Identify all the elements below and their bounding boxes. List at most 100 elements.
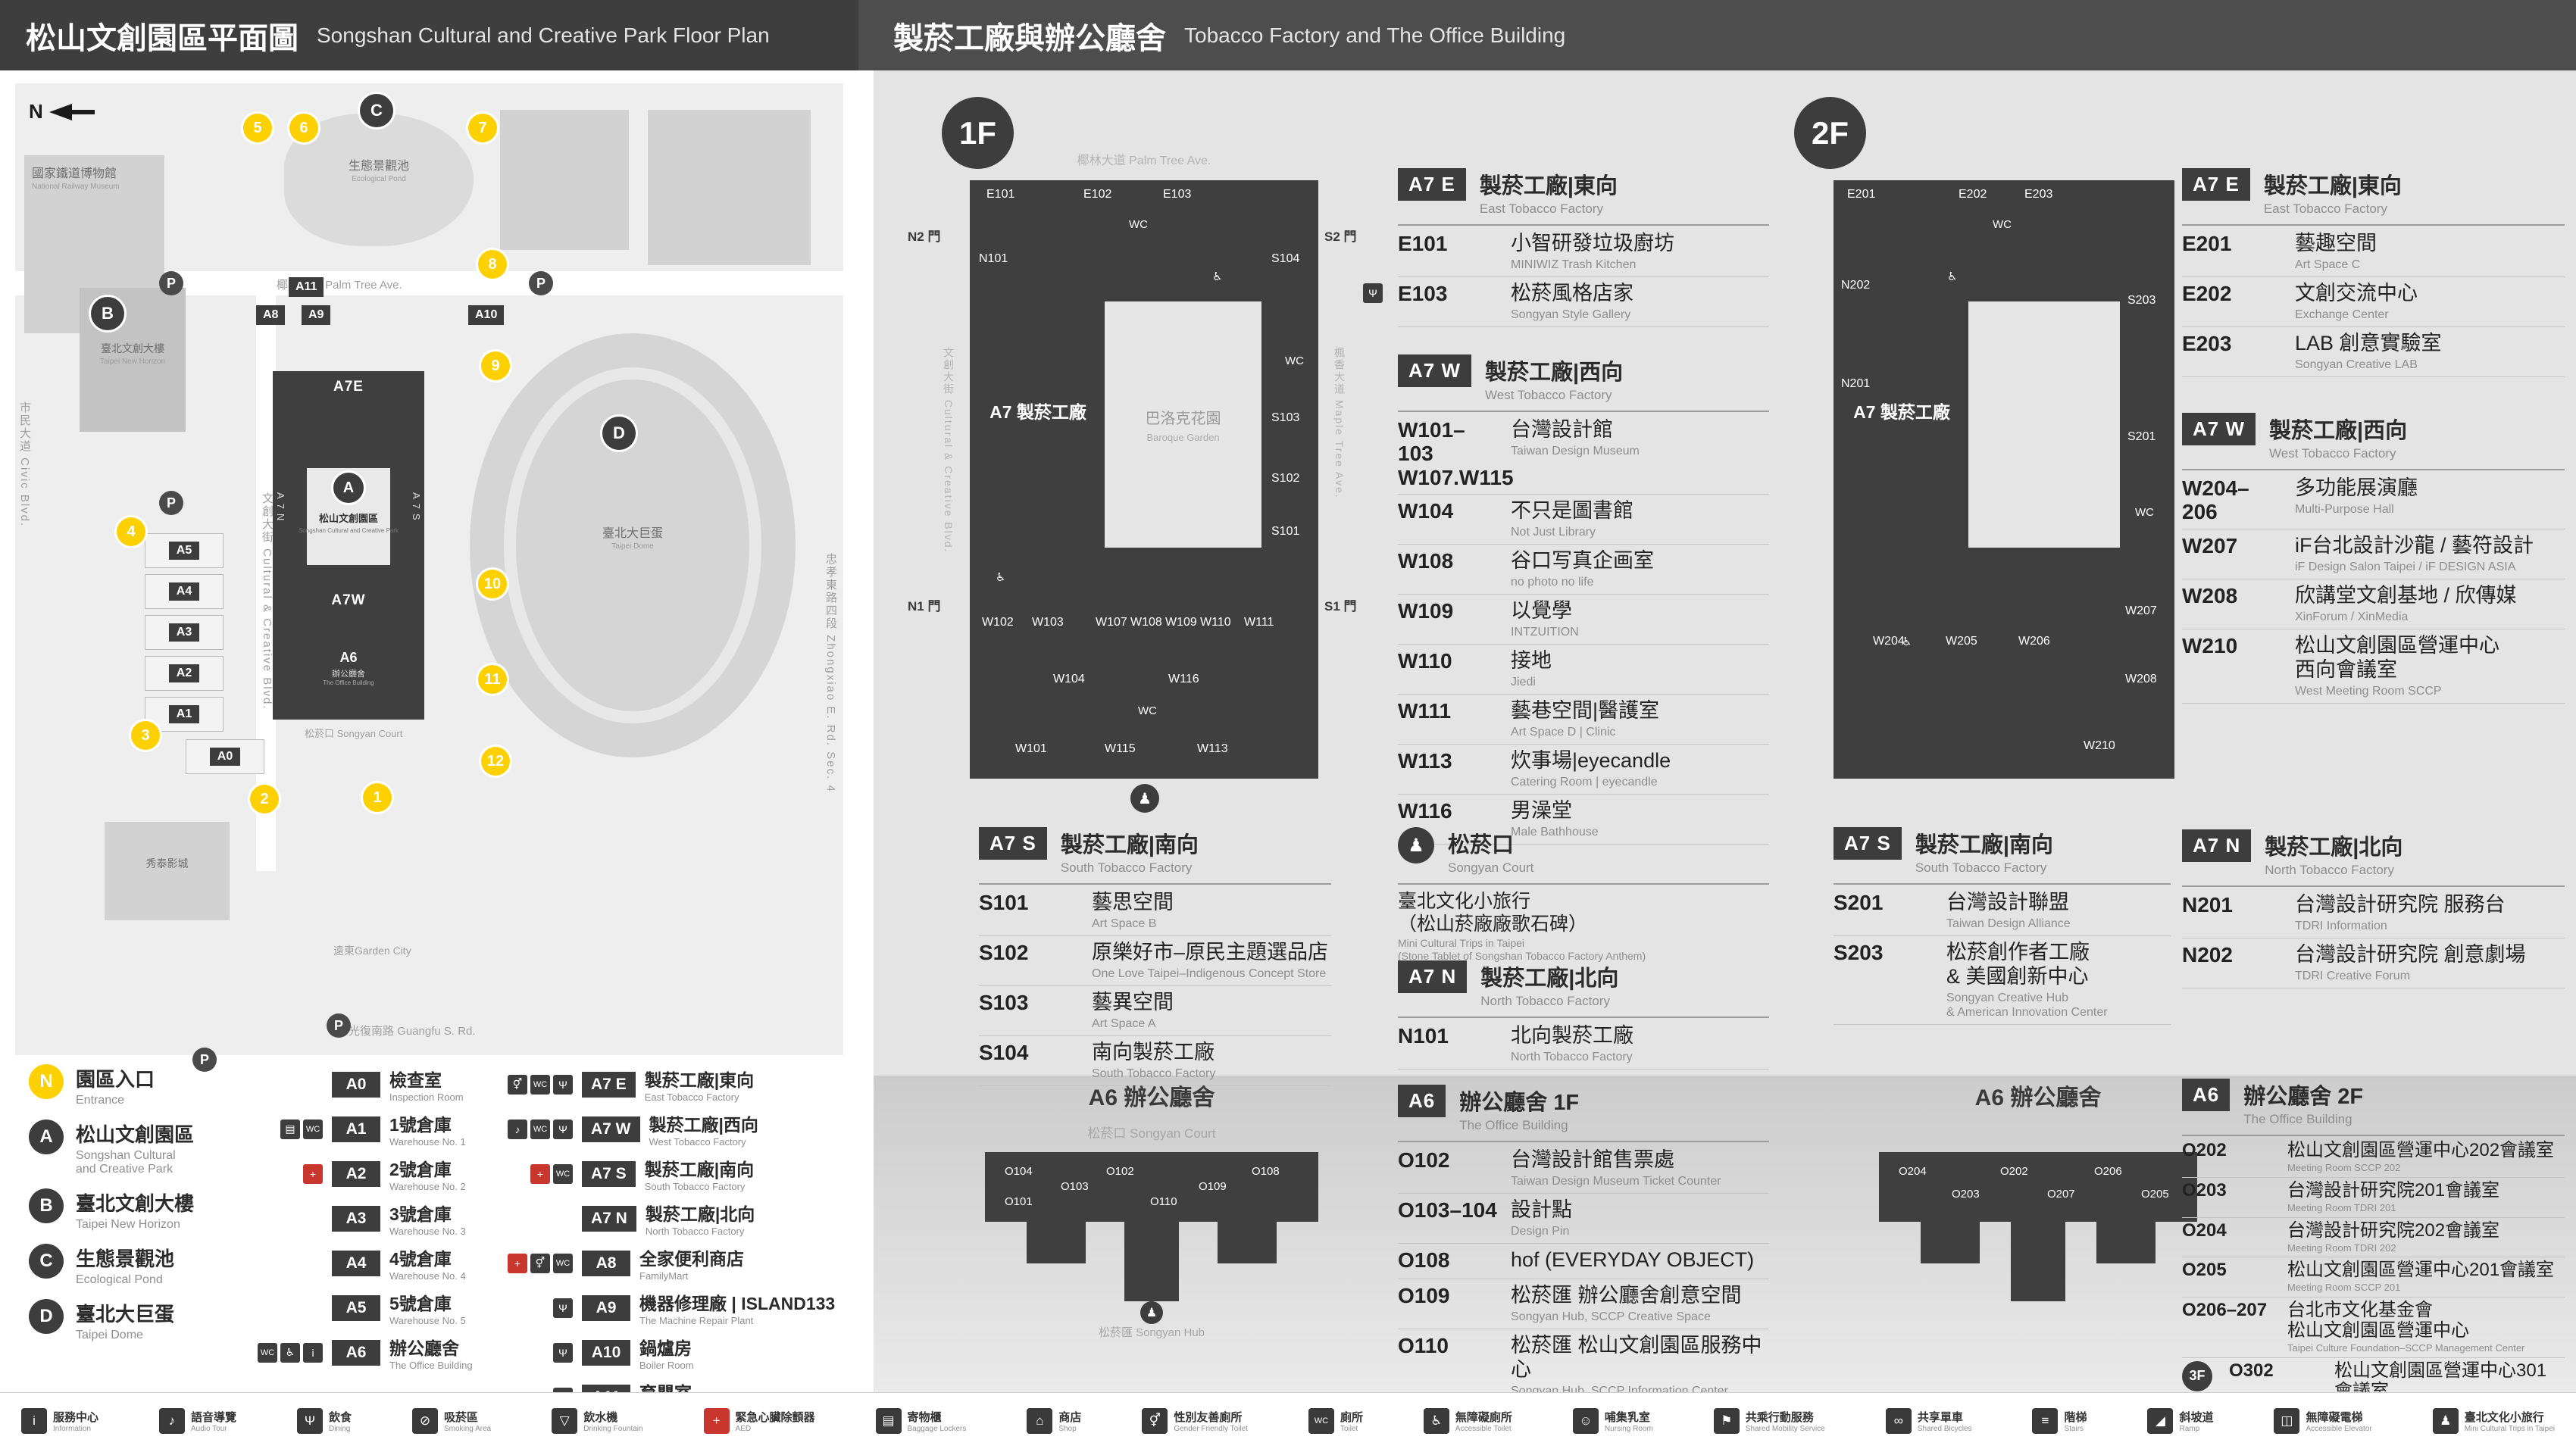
room-label: E103 [1163,188,1192,201]
room-entry: S201 台灣設計聯盟 Taiwan Design Alliance [1834,886,2171,937]
room-entry: W110 接地 Jiedi [1398,645,1769,695]
room-label: N201 [1841,377,1871,390]
section-a6-2f: A6 辦公廳舍 2F The Office Building O202 松山文創… [2182,1079,2565,1419]
floor-1f-plan: 椰林大道 Palm Tree Ave. 文創大街 Cultural & Crea… [908,150,1357,779]
room-label: O103 [1061,1180,1089,1193]
parking-icon: P [529,271,553,295]
legend-pin-text: 生態景觀池 Ecological Pond [76,1248,175,1286]
audio-tour-icon: ♪ [508,1119,527,1139]
room-label: E201 [1847,188,1876,201]
new-horizon-label: 臺北文創大樓 Taipei New Horizon [99,342,166,366]
cinema-building: 秀泰影城 [105,822,230,920]
room-label: W111 [1244,616,1274,629]
map-building-badge: A10 [468,305,505,325]
legend-pin-text: 臺北大巨蛋 Taipei Dome [76,1303,175,1341]
room-entry: O102 台灣設計館售票處 Taiwan Design Museum Ticke… [1398,1144,1769,1194]
legend-building-badge: A7 W [582,1116,640,1142]
drinking-water-icon: ▽ [552,1408,578,1434]
right-title-en: Tobacco Factory and The Office Building [1184,23,1566,47]
map-a7e-label: A7E [333,379,364,395]
tobacco-factory-complex: A7E A 松山文創園區 Songshan Cultural and Creat… [273,371,424,720]
room-label: W104 [1053,673,1085,685]
park-map: 椰林大道 Palm Tree Ave. 市民大道 Civic Blvd. 忠孝東… [15,83,843,1072]
facility-labels: 緊急心臟除顫器 AED [735,1411,815,1433]
room-label: O104 [1005,1165,1033,1178]
pin-c: C [360,94,393,127]
facility-legend-bar: i 服務中心 Information ♪ 語音導覽 Audio Tour Ψ 飲… [0,1392,2576,1449]
section-1f-north: A7 N 製菸工廠|北向 North Tobacco Factory N101 … [1398,960,1769,1070]
compass-n-label: N [29,100,43,123]
room-label: O205 [2141,1188,2169,1201]
room-label: E202 [1959,188,1987,201]
legend-building-entry: +⚥WC A8 全家便利商店 FamilyMart [500,1244,856,1282]
shop-icon: ⌂ [1027,1408,1053,1434]
accessible-toilet-icon: ♿ [280,1342,300,1363]
room-label: N101 [979,252,1008,265]
parking-icon: P [192,1048,217,1072]
warehouse-box: A2 [145,656,224,691]
room-label: W205 [1946,635,1977,648]
warehouse-box: A5 [145,533,224,568]
map-stop-number: 4 [117,517,145,546]
room-label: S104 [1271,252,1300,265]
room-label: W108 [1130,616,1162,629]
legend-building-text: 製菸工廠|西向 West Tobacco Factory [649,1115,758,1148]
right-header: 製菸工廠與辦公廳舍 Tobacco Factory and The Office… [858,0,2576,70]
room-label: S102 [1271,472,1300,485]
room-list: N201 台灣設計研究院 服務台 TDRI Information N202 台… [2182,888,2565,989]
room-label: W207 [2125,604,2157,617]
facility-labels: 商店 Shop [1058,1411,1082,1433]
a6-wing-center [2011,1222,2065,1301]
legend-building-badge: A9 [582,1294,630,1321]
street-label-right: 忠孝東路四段 Zhongxiao E. Rd. Sec. 4 [824,553,837,793]
facility-labels: 服務中心 Information [53,1411,99,1433]
facility-labels: 共享單車 Shared Bicycles [1917,1411,1972,1433]
room-entry: W101–103 W107.W115 台灣設計館 Taiwan Design M… [1398,414,1769,495]
room-entry: N201 台灣設計研究院 服務台 TDRI Information [2182,888,2565,939]
legend-building-text: 辦公廳舍 The Office Building [389,1338,473,1371]
warehouse-box: A0 [186,739,264,774]
legend-entry-icons: + [250,1163,323,1184]
map-stop-number: 11 [478,665,507,694]
section-badge: A7 W [1398,354,1471,387]
street-label-left: 市民大道 Civic Blvd. [18,401,31,528]
facility-legend-item: ♪ 語音導覽 Audio Tour [158,1408,236,1434]
gate-label: N2 門 [908,230,941,244]
map-building-badge: A9 [302,305,331,325]
room-label: O202 [2000,1165,2028,1178]
legend-building-text: 製菸工廠|北向 North Tobacco Factory [645,1204,755,1237]
room-entry: S101 藝思空間 Art Space B [979,886,1331,937]
legend-building-badge: A7 S [582,1160,636,1187]
baroque-garden: 巴洛克花園 Baroque Garden [1105,301,1261,548]
room-label: S103 [1271,411,1300,424]
section-2f-east: A7 E 製菸工廠|東向 East Tobacco Factory E201 藝… [2182,168,2565,378]
legend-building-entry: A4 4號倉庫 Warehouse No. 4 [250,1244,500,1282]
legend-building-text: 全家便利商店 FamilyMart [639,1249,744,1282]
nursing-icon: ☺ [1572,1408,1599,1434]
a6-wing-left [1921,1222,1980,1263]
facility-labels: 無障礙電梯 Accessible Elevator [2306,1411,2372,1433]
room-label: E203 [2024,188,2053,201]
gender-toilet-icon: ⚥ [530,1253,550,1273]
left-title-zh: 松山文創園區平面圖 [26,21,299,55]
gate-label: N1 門 [908,599,941,614]
room-label: S201 [2127,430,2156,443]
section-2f-south: A7 S 製菸工廠|南向 South Tobacco Factory S201 … [1834,827,2171,1026]
room-entry: W104 不只是圖書館 Not Just Library [1398,495,1769,545]
warehouse-box: A3 [145,615,224,650]
room-label: W113 [1197,742,1228,755]
legend-buildings-a: A0 檢查室 Inspection Room ▤WC A1 1號倉庫 Wareh… [250,1066,500,1379]
room-entry: O202 松山文創園區營運中心202會議室 Meeting Room SCCP … [2182,1138,2565,1178]
room-label: O206 [2094,1165,2122,1178]
room-label: W107 [1096,616,1127,629]
courtyard-2f [1968,301,2120,548]
room-entry: S203 松菸創作者工廠 & 美國創新中心 Songyan Creative H… [1834,936,2171,1026]
room-entry: W207 iF台北設計沙龍 / 藝符設計 iF Design Salon Tai… [2182,529,2565,579]
facility-labels: 寄物櫃 Baggage Lockers [907,1411,967,1433]
facility-labels: 斜坡道 Ramp [2179,1411,2214,1433]
map-park-name-zh: 松山文創園區 [318,513,378,524]
left-header: 松山文創園區平面圖 Songshan Cultural and Creative… [0,0,858,70]
